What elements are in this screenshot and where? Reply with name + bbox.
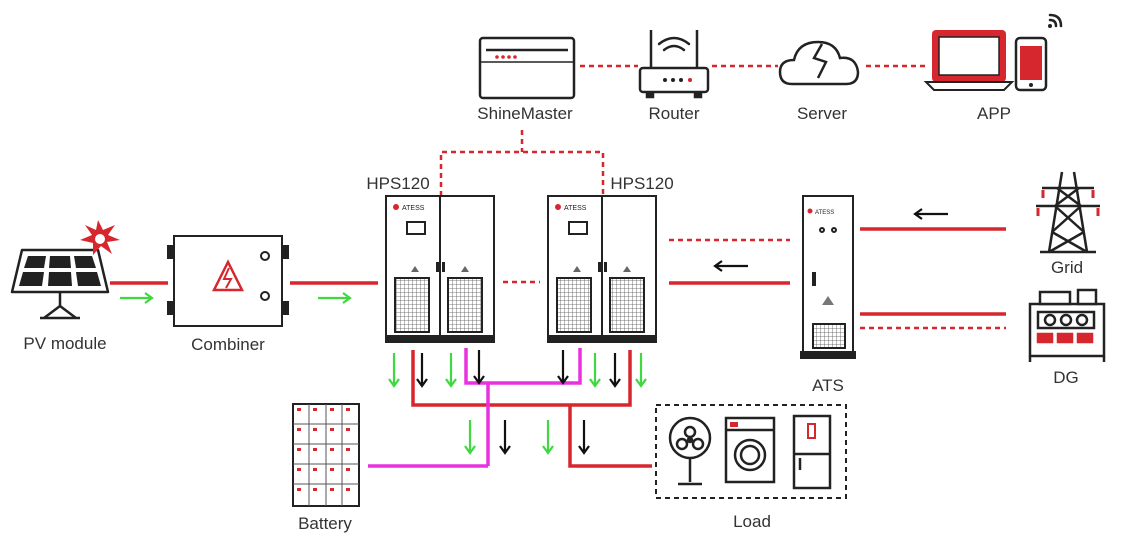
label-shinemaster: ShineMaster: [477, 104, 573, 123]
arrow-down-b6: [578, 420, 590, 455]
battery-bus: [368, 348, 582, 468]
generator-icon: [1028, 288, 1106, 362]
combiner-box-icon: [167, 235, 289, 327]
transmission-tower-icon: [1036, 171, 1100, 254]
laptop-icon: [923, 30, 1015, 91]
label-load: Load: [733, 512, 771, 531]
power-lines: [110, 227, 1006, 468]
arrow-down-b5: [499, 420, 511, 455]
label-ats: ATS: [812, 376, 844, 395]
washing-machine-icon: [724, 416, 776, 484]
label-router: Router: [648, 104, 700, 123]
inverter-cabinet-icon: ATESS: [385, 195, 495, 343]
label-dg: DG: [1053, 368, 1079, 387]
comm-links: [439, 64, 1006, 330]
line-load-feed: [568, 405, 652, 468]
datalogger-icon: [478, 36, 576, 100]
label-hps-left: HPS120: [366, 174, 430, 193]
flow-arrows: [120, 208, 948, 455]
fan-icon: [668, 416, 712, 486]
svg-text:ATESS: ATESS: [564, 205, 587, 212]
arrow-down-g2: [445, 353, 457, 388]
sun-flare-icon: [80, 220, 120, 255]
arrow-ats-to-hps: [713, 260, 748, 272]
link-shinemaster-hps: [439, 150, 605, 196]
arrow-down-b2: [473, 350, 485, 385]
label-app: APP: [976, 104, 1012, 123]
label-hps-right: HPS120: [610, 174, 674, 193]
arrow-combiner-to-hps: [318, 292, 352, 304]
arrow-down-b3: [557, 350, 569, 385]
arrow-down-g5: [464, 420, 476, 455]
battery-rack-icon: [292, 403, 360, 507]
router-icon: [638, 30, 710, 99]
svg-text:ATESS: ATESS: [815, 210, 834, 216]
arrow-grid-to-ats: [913, 208, 948, 220]
svg-text:ATESS: ATESS: [402, 205, 425, 212]
cloud-icon: [778, 40, 860, 86]
arrow-down-g1: [388, 353, 400, 388]
label-battery: Battery: [298, 514, 352, 533]
ats-cabinet-icon: ATESS: [800, 195, 856, 359]
phone-icon: [1014, 36, 1048, 92]
label-combiner: Combiner: [191, 335, 265, 354]
arrow-down-b4: [609, 353, 621, 388]
arrow-down-g3: [589, 353, 601, 388]
line-ac-bus: [411, 350, 632, 407]
inverter-cabinet-icon: ATESS: [547, 195, 657, 343]
label-grid: Grid: [1050, 258, 1084, 277]
wifi-icon: [1048, 13, 1063, 28]
label-server: Server: [796, 104, 848, 123]
label-pv-module: PV module: [23, 334, 107, 353]
arrow-pv-to-combiner: [120, 292, 154, 304]
arrow-down-g4: [635, 353, 647, 388]
refrigerator-icon: [792, 414, 832, 490]
arrow-down-g6: [542, 420, 554, 455]
solar-panel-icon: [10, 248, 110, 320]
arrow-down-b1: [416, 353, 428, 388]
bat-bus-left: [464, 348, 582, 385]
load-group-frame: [655, 404, 847, 499]
